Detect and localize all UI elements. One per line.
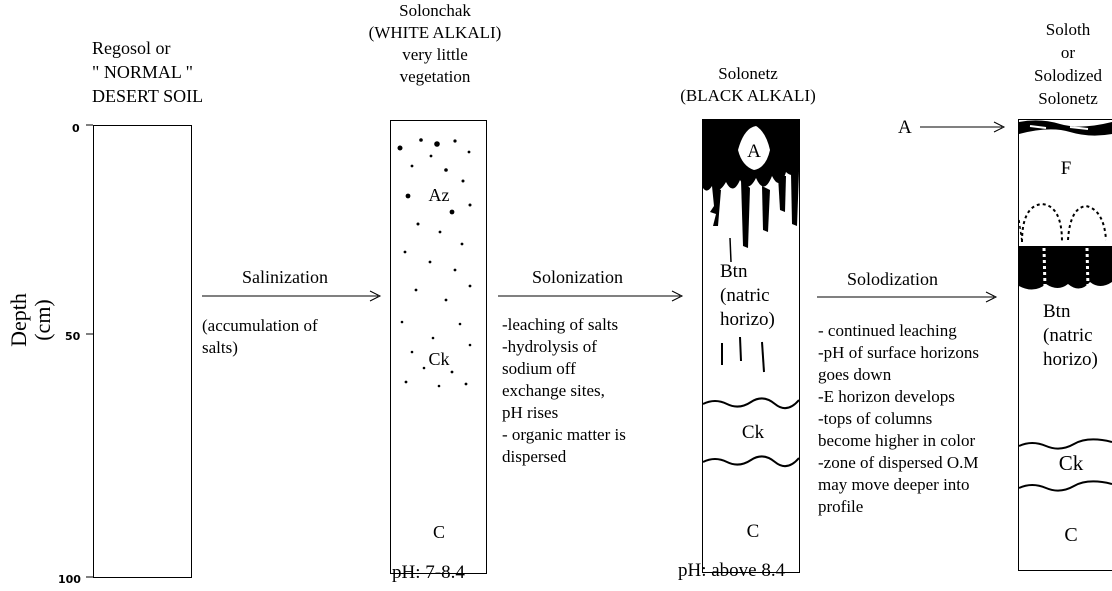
process-solodization-label: Solodization [847,269,938,289]
solonetz-horizon-ck: Ck [741,422,765,443]
soloth-title: Soloth or Solodized Solonetz [1034,20,1102,108]
depth-tick-0: 0 [72,122,80,135]
solonetz-horizon-c: C [746,521,760,542]
process-salinization-label: Salinization [242,267,328,287]
regosol-column [93,125,192,578]
soloth-horizon-c: C [1064,524,1078,546]
soloth-horizon-ck: Ck [1058,451,1084,475]
process-solonization-notes: -leaching of salts -hydrolysis of sodium… [502,315,626,466]
solonchak-ph: pH: 7-8.4 [392,562,465,583]
solonchak-title: Solonchak (WHITE ALKALI) very little veg… [368,1,502,86]
process-salinization-notes: (accumulation of salts) [202,316,318,357]
soloth-horizon-btn: Btn (natric horizo) [1043,301,1098,370]
solonetz-horizon-a: A [747,141,761,162]
regosol-title: Regosol or " NORMAL " DESERT SOIL [92,38,204,106]
soloth-horizon-f: F [1060,158,1072,179]
solonetz-title: Solonetz (BLACK ALKALI) [680,64,816,105]
solonchak-horizon-az: Az [428,185,450,205]
solonchak-horizon-c: C [432,522,445,542]
solonetz-ph: pH: above 8.4 [678,560,786,581]
process-solonization-label: Solonization [532,267,623,287]
soloth-a-pointer-label: A [898,117,912,138]
depth-tick-50: 50 [65,330,81,343]
depth-tick-100: 100 [58,573,81,586]
process-solodization-notes: - continued leaching -pH of surface hori… [818,321,979,516]
soloth-column [1018,119,1112,571]
solonetz-horizon-btn: Btn (natric horizo) [720,261,775,330]
solonchak-horizon-ck: Ck [428,349,450,369]
